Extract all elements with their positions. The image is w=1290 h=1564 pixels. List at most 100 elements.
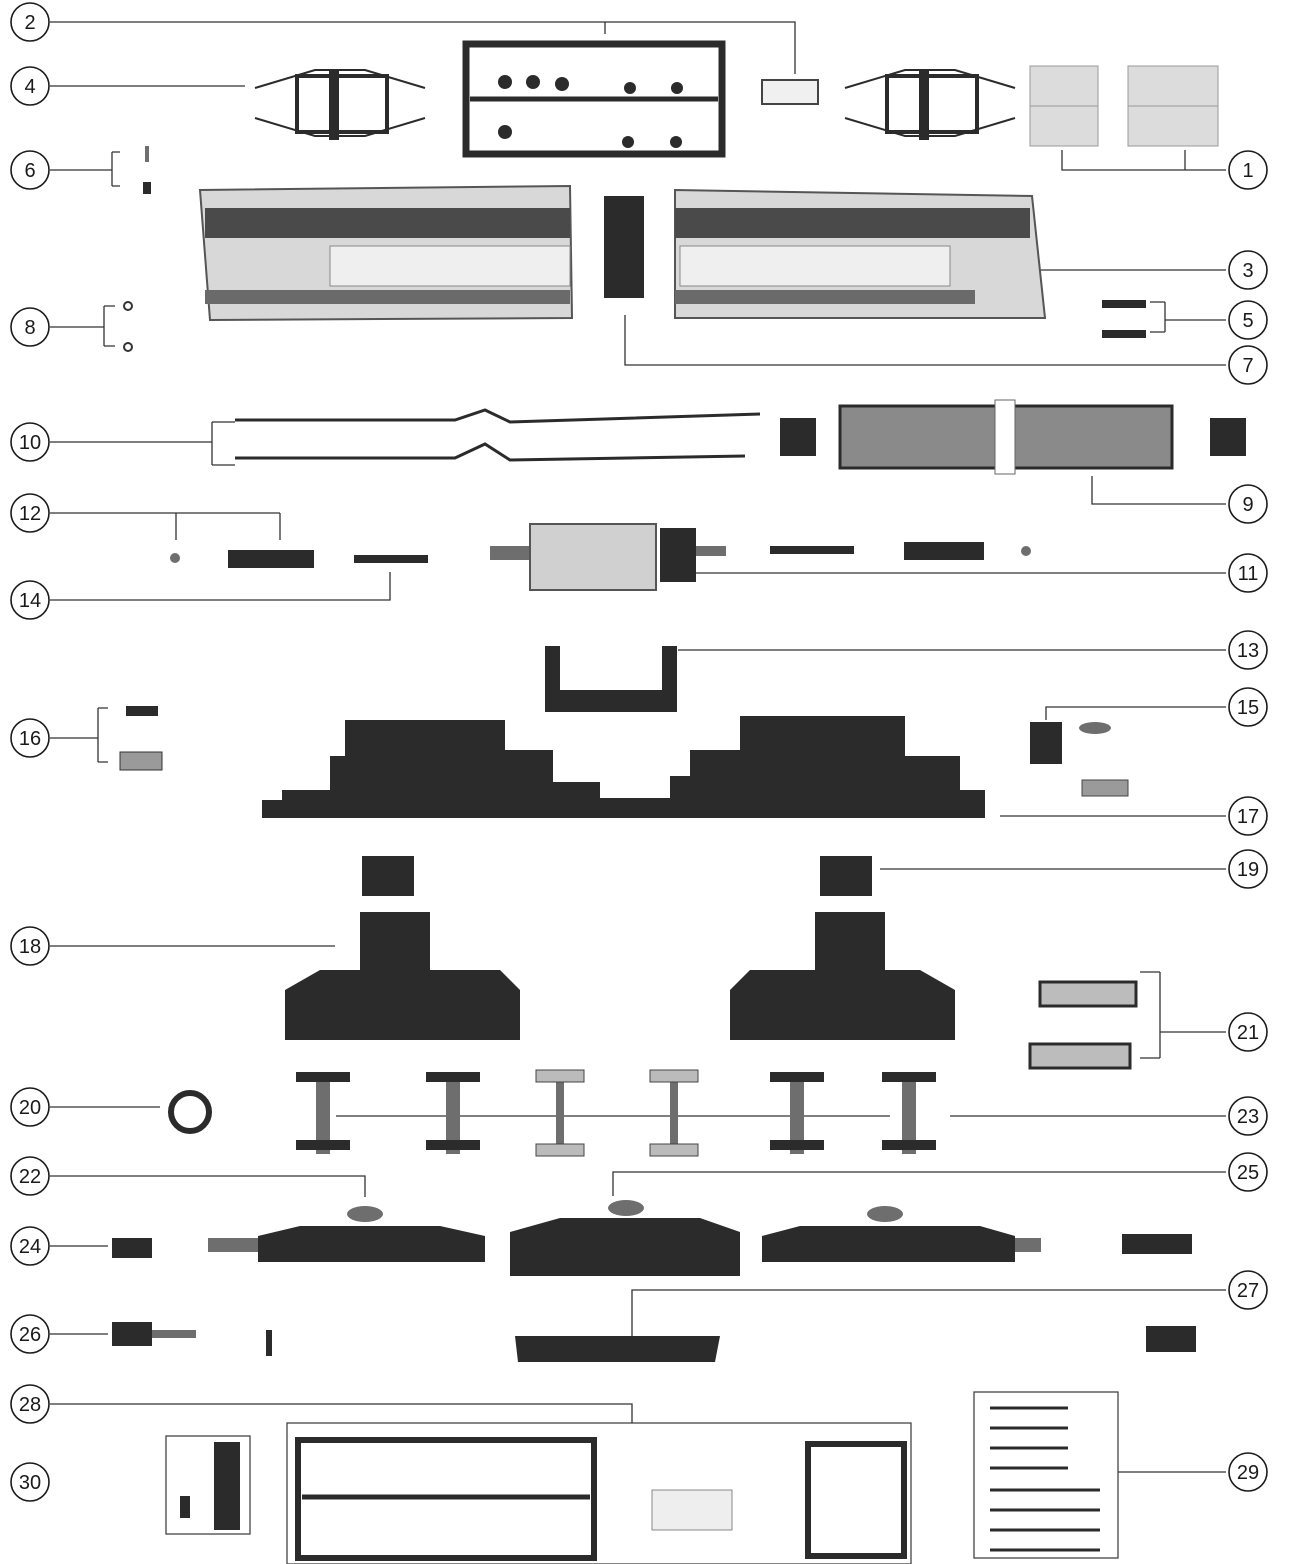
part-26-coupler-heads xyxy=(112,1322,1196,1356)
callout-number: 1 xyxy=(1242,160,1253,182)
callout-circle xyxy=(1228,150,1268,190)
callout-circle xyxy=(1228,553,1268,593)
part-11-motor xyxy=(490,523,1031,591)
part-5-screws xyxy=(1102,300,1146,338)
part-27-bottom-plate xyxy=(515,1336,720,1362)
callout-circle xyxy=(1228,1012,1268,1052)
callout-number: 18 xyxy=(19,936,41,958)
callout-number: 9 xyxy=(1242,494,1253,516)
callout-14: 14 xyxy=(10,580,50,620)
callout-5: 5 xyxy=(1228,300,1268,340)
callout-circle xyxy=(1228,484,1268,524)
callout-number: 24 xyxy=(19,1236,41,1258)
callout-22: 22 xyxy=(10,1156,50,1196)
part-4-pantographs xyxy=(254,69,1016,140)
callout-20: 20 xyxy=(10,1087,50,1127)
callout-number: 17 xyxy=(1237,806,1259,828)
part-28-accessory-set xyxy=(286,1422,912,1564)
callout-number: 19 xyxy=(1237,859,1259,881)
callout-circle xyxy=(10,1156,50,1196)
callout-number: 30 xyxy=(19,1472,41,1494)
callout-number: 26 xyxy=(19,1324,41,1346)
callout-8: 8 xyxy=(10,307,50,347)
callout-number: 29 xyxy=(1237,1462,1259,1484)
callout-circle xyxy=(10,1314,50,1354)
part-15-lamp-board xyxy=(1030,722,1129,797)
callout-23: 23 xyxy=(1228,1096,1268,1136)
part-17-chassis xyxy=(262,716,985,818)
callout-21: 21 xyxy=(1228,1012,1268,1052)
callout-18: 18 xyxy=(10,926,50,966)
callout-27: 27 xyxy=(1228,1270,1268,1310)
callout-circle xyxy=(10,1462,50,1502)
callout-number: 7 xyxy=(1242,355,1253,377)
part-14-cardan-shaft xyxy=(354,555,428,563)
part-13-bracket xyxy=(545,646,677,712)
part-21-side-plates xyxy=(1028,980,1138,1070)
callout-number: 11 xyxy=(1238,563,1259,585)
callout-28: 28 xyxy=(10,1384,50,1424)
callout-number: 2 xyxy=(24,12,35,34)
callout-number: 3 xyxy=(1242,260,1253,282)
callout-number: 28 xyxy=(19,1394,41,1416)
callout-1: 1 xyxy=(1228,150,1268,190)
callout-number: 14 xyxy=(19,590,41,612)
callout-24: 24 xyxy=(10,1226,50,1266)
callout-circle xyxy=(1228,1096,1268,1136)
part-6-small-hooks xyxy=(143,146,151,194)
callout-circle xyxy=(1228,250,1268,290)
callout-number: 10 xyxy=(19,432,41,454)
callout-circle xyxy=(1228,687,1268,727)
callout-number: 22 xyxy=(19,1166,41,1188)
callout-number: 4 xyxy=(24,76,35,98)
callout-circle xyxy=(10,66,50,106)
callout-circle xyxy=(10,2,50,42)
callout-circle xyxy=(1228,849,1268,889)
callout-29: 29 xyxy=(1228,1452,1268,1492)
part-16-bulbs xyxy=(119,706,163,771)
callout-number: 12 xyxy=(19,503,41,525)
part-9-circuit-board xyxy=(780,399,1246,475)
callout-19: 19 xyxy=(1228,849,1268,889)
part-12-worm-gear xyxy=(170,550,314,568)
part-23-wheelsets xyxy=(296,1069,936,1157)
callout-circle xyxy=(1228,630,1268,670)
callout-11: 11 xyxy=(1228,553,1268,593)
callout-circle xyxy=(1228,796,1268,836)
callout-7: 7 xyxy=(1228,345,1268,385)
callout-circle xyxy=(10,493,50,533)
callout-circle xyxy=(10,926,50,966)
callout-26: 26 xyxy=(10,1314,50,1354)
part-10-wire-harness xyxy=(235,408,761,462)
part-1-window-inserts xyxy=(1029,65,1219,147)
part-3-body-shell xyxy=(198,184,1047,322)
callout-circle xyxy=(1228,345,1268,385)
callout-circle xyxy=(1228,1452,1268,1492)
callout-2: 2 xyxy=(10,2,50,42)
callout-number: 5 xyxy=(1242,310,1253,332)
callout-15: 15 xyxy=(1228,687,1268,727)
callout-number: 20 xyxy=(19,1097,41,1119)
part-24-couplers xyxy=(112,1234,1192,1258)
callout-number: 8 xyxy=(24,317,35,339)
part-20-traction-tyre xyxy=(168,1090,212,1134)
callout-13: 13 xyxy=(1228,630,1268,670)
callout-17: 17 xyxy=(1228,796,1268,836)
callout-circle xyxy=(1228,300,1268,340)
callout-circle xyxy=(1228,1152,1268,1192)
callout-12: 12 xyxy=(10,493,50,533)
callout-30: 30 xyxy=(10,1462,50,1502)
callout-6: 6 xyxy=(10,150,50,190)
part-7-light-box xyxy=(604,196,644,298)
part-22-bogie-bottom-right xyxy=(762,1206,1041,1262)
callout-circle xyxy=(10,718,50,758)
callout-number: 6 xyxy=(24,160,35,182)
callout-25: 25 xyxy=(1228,1152,1268,1192)
callout-number: 25 xyxy=(1237,1162,1259,1184)
callout-number: 16 xyxy=(19,728,41,750)
callout-circle xyxy=(1228,1270,1268,1310)
callout-labels: 1234567891011121314151617181920212223242… xyxy=(10,2,1268,1502)
callout-9: 9 xyxy=(1228,484,1268,524)
callout-4: 4 xyxy=(10,66,50,106)
